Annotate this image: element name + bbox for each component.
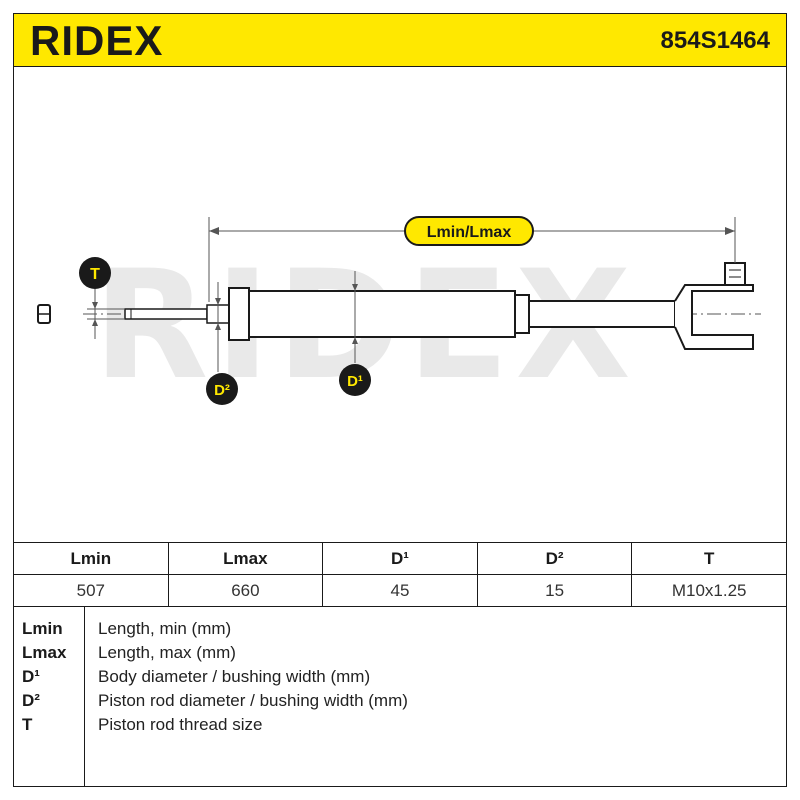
- legend-desc: Piston rod thread size: [98, 715, 263, 734]
- value-d1: 45: [322, 574, 478, 607]
- datasheet-frame: [13, 13, 787, 787]
- damper-body: [228, 287, 676, 341]
- brand-logo: RIDEX: [30, 17, 164, 64]
- spec-value-row: 507 660 45 15 M10x1.25: [13, 574, 787, 607]
- legend-desc: Length, max (mm): [98, 643, 236, 662]
- legend-item: T Piston rod thread size: [13, 715, 787, 739]
- thread-nut-icon: [37, 304, 51, 324]
- rod-diameter-label: D²: [214, 382, 230, 399]
- value-lmax: 660: [167, 574, 324, 607]
- legend-item: D¹ Body diameter / bushing width (mm): [13, 667, 787, 691]
- legend-key: T: [22, 715, 33, 734]
- diagram-svg: RIDEX: [37, 216, 761, 413]
- legend-desc: Body diameter / bushing width (mm): [98, 667, 371, 686]
- header-d2: D²: [476, 542, 633, 575]
- legend-item: Lmax Length, max (mm): [13, 643, 787, 667]
- legend-key: D¹: [22, 667, 40, 686]
- spec-header-row: Lmin Lmax D¹ D² T: [13, 542, 787, 575]
- header-t: T: [631, 542, 787, 575]
- fork-mount: [674, 262, 754, 350]
- legend-divider: [84, 606, 85, 787]
- header-lmin: Lmin: [13, 542, 169, 575]
- body-diameter-dimension: D¹: [339, 271, 371, 396]
- value-t: M10x1.25: [631, 574, 787, 607]
- part-number: 854S1464: [660, 27, 770, 54]
- legend-item: D² Piston rod diameter / bushing width (…: [13, 691, 787, 715]
- shock-absorber-diagram: RIDEX: [13, 67, 787, 543]
- legend-desc: Piston rod diameter / bushing width (mm): [98, 691, 408, 710]
- thread-dimension: T: [79, 257, 125, 339]
- length-dimension: Lmin/Lmax: [208, 216, 736, 302]
- legend-desc: Length, min (mm): [98, 619, 232, 638]
- header-bar: RIDEX 854S1464: [13, 13, 787, 67]
- value-lmin: 507: [13, 574, 169, 607]
- legend: Lmin Length, min (mm) Lmax Length, max (…: [13, 606, 787, 787]
- spec-table: Lmin Lmax D¹ D² T 507 660 45 15 M10x1.25: [13, 542, 787, 607]
- body-diameter-label: D¹: [347, 373, 363, 390]
- header-d1: D¹: [322, 542, 478, 575]
- header-lmax: Lmax: [167, 542, 324, 575]
- value-d2: 15: [476, 574, 633, 607]
- thread-label: T: [90, 266, 100, 283]
- legend-key: D²: [22, 691, 40, 710]
- length-label: Lmin/Lmax: [427, 224, 512, 241]
- legend-item: Lmin Length, min (mm): [13, 619, 787, 643]
- legend-key: Lmax: [22, 643, 67, 662]
- rod-diameter-dimension: D²: [206, 282, 238, 405]
- legend-key: Lmin: [22, 619, 63, 638]
